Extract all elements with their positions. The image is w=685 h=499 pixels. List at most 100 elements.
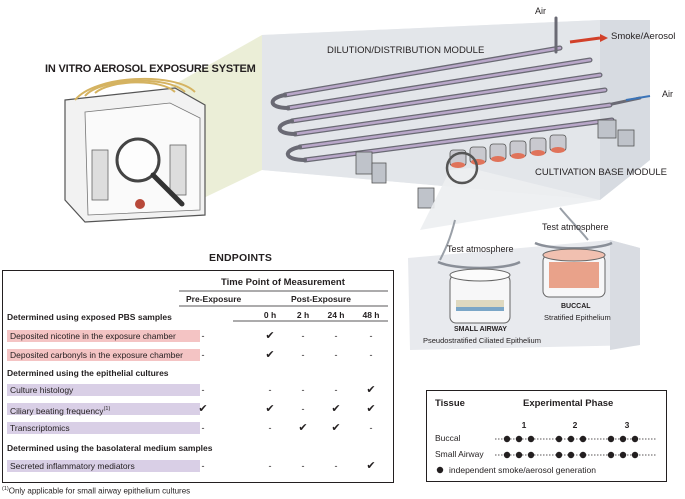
hood-left xyxy=(437,260,521,270)
air-right-label: Air xyxy=(662,89,673,99)
check-mark-cell: ✔ xyxy=(298,422,308,434)
section-title: Determined using the epithelial cultures xyxy=(7,368,169,378)
small-airway-subtitle: Pseudostratified Ciliated Epithelium xyxy=(423,336,541,345)
exposure-chamber-unit xyxy=(64,77,206,223)
dash-cell: - xyxy=(201,461,205,471)
magnifier-left xyxy=(115,137,161,183)
dash-cell: - xyxy=(334,331,338,341)
footnote: (1)Only applicable for small airway epit… xyxy=(2,486,191,496)
generation-dot xyxy=(503,435,511,443)
row-label-ciliary: Ciliary beating frequency(1) xyxy=(7,403,200,416)
dash-cell: - xyxy=(268,461,272,471)
dash-cell: - xyxy=(301,404,305,414)
buccal-title: BUCCAL xyxy=(561,303,591,310)
generation-dot xyxy=(607,451,615,459)
dash-cell: - xyxy=(334,461,338,471)
post-exposure-header: Post-Exposure xyxy=(291,294,351,304)
generation-dot xyxy=(555,451,563,459)
dash-cell: - xyxy=(268,423,272,433)
check-mark-cell: ✔ xyxy=(265,330,275,342)
generation-dot xyxy=(567,435,575,443)
phase-number-3: 3 xyxy=(624,420,630,430)
dash-cell: - xyxy=(369,423,373,433)
generation-dot xyxy=(515,435,523,443)
dash-cell: - xyxy=(301,350,305,360)
smoke-aerosol-label: Smoke/Aerosol xyxy=(611,31,676,42)
test-atmosphere-left-label: Test atmosphere xyxy=(447,244,514,254)
row-label-inflammatory: Secreted inflammatory mediators xyxy=(7,460,200,472)
dash-cell: - xyxy=(301,461,305,471)
check-mark-cell: ✔ xyxy=(265,349,275,361)
tissue-small-airway: Small Airway xyxy=(435,449,484,459)
phase-number-2: 2 xyxy=(572,420,578,430)
small-airway-title: SMALL AIRWAY xyxy=(454,326,507,333)
buccal-subtitle: Stratified Epithelium xyxy=(544,313,611,322)
generation-dot xyxy=(631,451,639,459)
check-mark-cell: ✔ xyxy=(366,460,376,472)
dash-cell: - xyxy=(268,385,272,395)
endpoints-heading: ENDPOINTS xyxy=(209,252,273,264)
row-label-transcriptomics: Transcriptomics xyxy=(7,422,200,434)
phase-header: Experimental Phase xyxy=(523,398,614,409)
test-atmosphere-right-label: Test atmosphere xyxy=(542,222,609,232)
generation-dot xyxy=(631,435,639,443)
time-col-2h: 2 h xyxy=(296,310,310,320)
dash-cell: - xyxy=(201,385,205,395)
dash-cell: - xyxy=(301,331,305,341)
tissue-buccal: Buccal xyxy=(435,433,461,443)
legend-text: independent smoke/aerosol generation xyxy=(449,465,596,475)
dilution-module-label: DILUTION/DISTRIBUTION MODULE xyxy=(327,45,485,56)
generation-dot xyxy=(579,451,587,459)
phase-dots xyxy=(436,435,657,474)
generation-dot xyxy=(619,451,627,459)
check-mark-cell: ✔ xyxy=(366,384,376,396)
check-mark-cell: ✔ xyxy=(198,403,208,415)
row-label-histology: Culture histology xyxy=(7,384,200,396)
legend-dot xyxy=(436,466,444,474)
module-legs xyxy=(355,119,635,209)
tissue-header: Tissue xyxy=(435,398,465,409)
system-title: IN VITRO AEROSOL EXPOSURE SYSTEM xyxy=(45,63,256,75)
section-title: Determined using exposed PBS samples xyxy=(7,312,172,322)
generation-dot xyxy=(527,435,535,443)
row-label-carbonyls: Deposited carbonyls in the exposure cham… xyxy=(7,349,200,361)
time-col-24h: 24 h xyxy=(327,310,345,320)
row-label-nicotine: Deposited nicotine in the exposure chamb… xyxy=(7,330,200,342)
time-col-0h: 0 h xyxy=(263,310,277,320)
dash-cell: - xyxy=(369,350,373,360)
check-mark-cell: ✔ xyxy=(366,403,376,415)
smoke-inlet-arrow xyxy=(569,36,601,44)
endpoints-table: Time Point of Measurement Pre-Exposure P… xyxy=(2,270,394,483)
section-title: Determined using the basolateral medium … xyxy=(7,443,213,453)
dash-cell: - xyxy=(201,350,205,360)
phase-number-1: 1 xyxy=(521,420,527,430)
generation-dot xyxy=(555,435,563,443)
pre-exposure-header: Pre-Exposure xyxy=(186,294,242,304)
dash-cell: - xyxy=(301,385,305,395)
dash-cell: - xyxy=(201,331,205,341)
cultivation-module-label: CULTIVATION BASE MODULE xyxy=(535,167,667,178)
check-mark-cell: ✔ xyxy=(265,403,275,415)
generation-dot xyxy=(503,451,511,459)
generation-dot xyxy=(527,451,535,459)
generation-dot xyxy=(579,435,587,443)
air-top-label: Air xyxy=(535,6,546,16)
generation-dot xyxy=(515,451,523,459)
time-point-header: Time Point of Measurement xyxy=(221,277,345,288)
small-airway-insert xyxy=(449,268,511,324)
time-col-48h: 48 h xyxy=(362,310,380,320)
hood-right xyxy=(534,241,613,250)
generation-dot xyxy=(607,435,615,443)
dash-cell: - xyxy=(334,385,338,395)
generation-dot xyxy=(567,451,575,459)
magnifier-right xyxy=(445,151,479,185)
buccal-insert xyxy=(542,248,606,298)
generation-dot xyxy=(619,435,627,443)
dash-cell: - xyxy=(369,331,373,341)
dash-cell: - xyxy=(201,423,205,433)
dash-cell: - xyxy=(334,350,338,360)
experimental-phase-box: Tissue Experimental Phase 1 2 3 Buccal S… xyxy=(426,390,667,482)
check-mark-cell: ✔ xyxy=(331,422,341,434)
check-mark-cell: ✔ xyxy=(331,403,341,415)
